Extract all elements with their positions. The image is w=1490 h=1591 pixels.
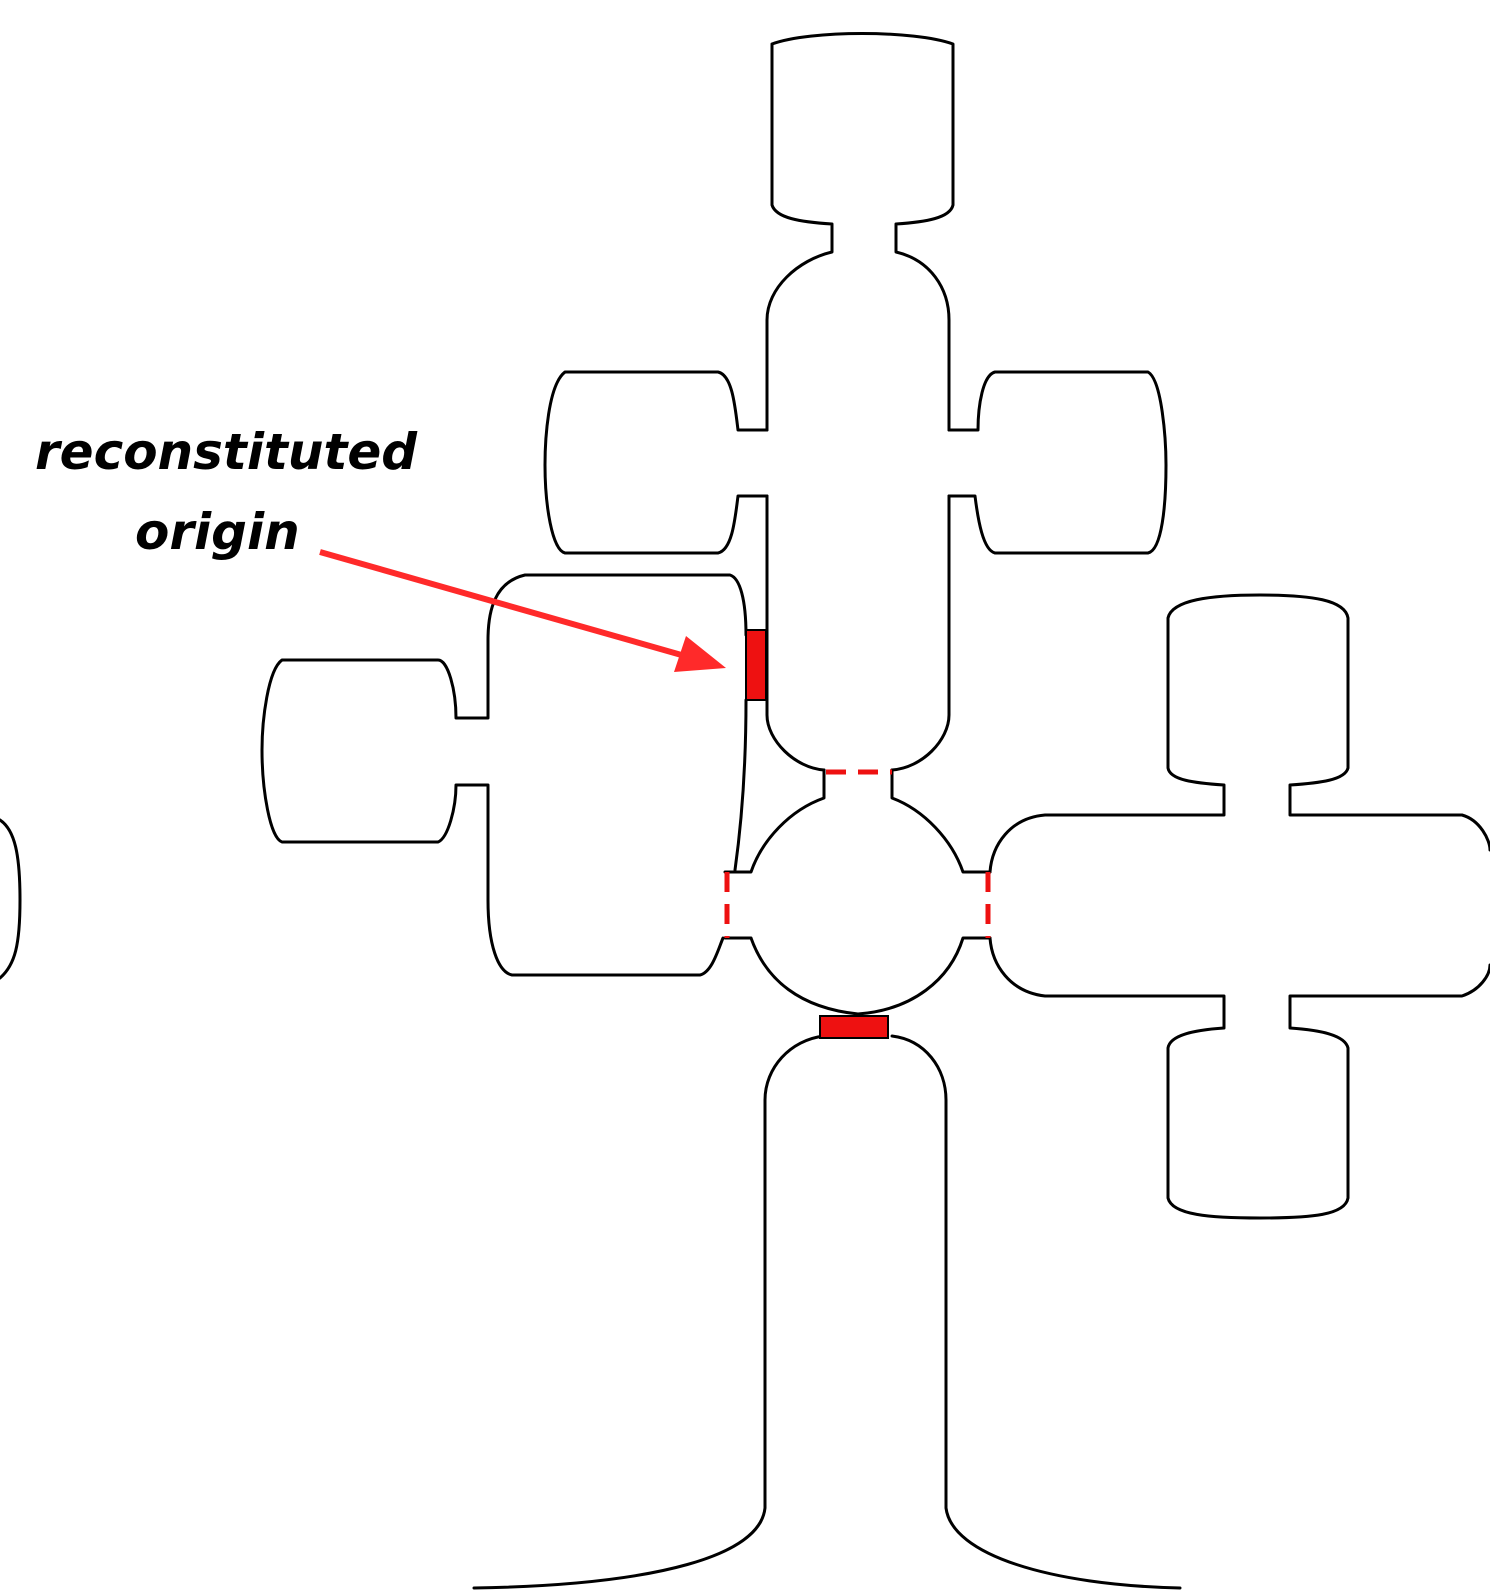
reconstituted-origin-marker: [745, 629, 767, 701]
left-arm-inner-edge: [733, 698, 748, 872]
annotation-label-line-1: reconstituted: [35, 423, 418, 481]
annotation-label-line-2: origin: [135, 503, 300, 561]
bottom-solid-marker: [819, 1015, 889, 1039]
top-left-lobe: [543, 370, 769, 555]
top-arm-upper-lobe: [765, 32, 955, 432]
far-left-partial-lobe: [0, 818, 22, 980]
annotation-arrowhead: [674, 636, 726, 672]
bottom-stem: [472, 1034, 1182, 1590]
top-right-lobe: [947, 370, 1168, 555]
right-arm: [988, 593, 1490, 1220]
annotation-arrow: [319, 549, 700, 663]
left-arm: [260, 573, 748, 977]
top-arm-stem: [765, 494, 951, 772]
central-circle: [723, 768, 992, 1016]
